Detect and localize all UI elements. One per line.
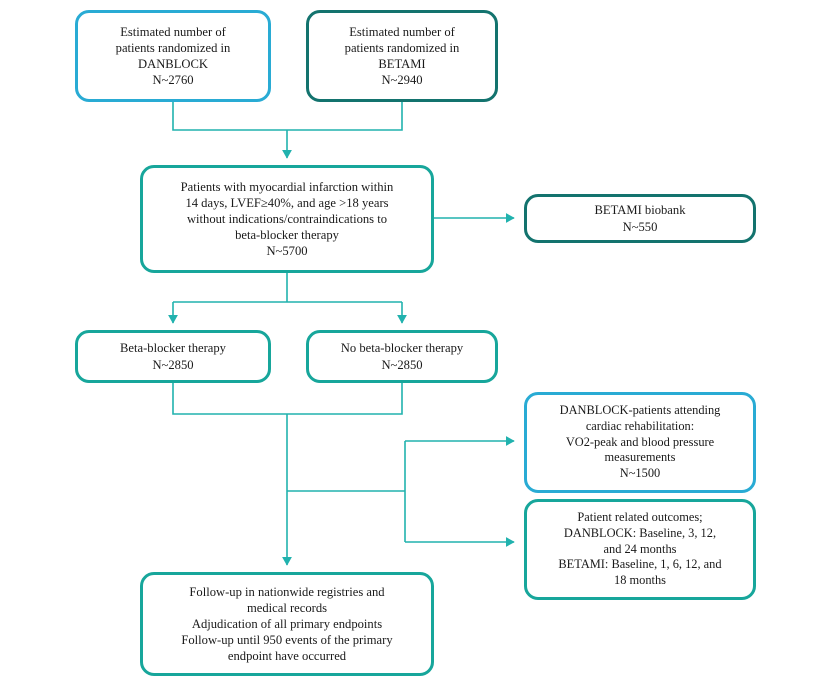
- node-patient-related-outcomes: Patient related outcomes; DANBLOCK: Base…: [524, 499, 756, 600]
- node-cardiac-rehabilitation-label: DANBLOCK-patients attending cardiac reha…: [559, 402, 721, 481]
- node-beta-blocker-therapy: Beta-blocker therapy N~2850: [75, 330, 271, 383]
- node-danblock: Estimated number of patients randomized …: [75, 10, 271, 102]
- edge-therapy-merge: [172, 383, 403, 415]
- node-betami-label: Estimated number of patients randomized …: [344, 24, 460, 88]
- node-eligibility-criteria: Patients with myocardial infarction with…: [140, 165, 434, 273]
- node-betami-biobank: BETAMI biobank N~550: [524, 194, 756, 243]
- node-beta-blocker-therapy-label: Beta-blocker therapy N~2850: [120, 341, 226, 372]
- node-followup-label: Follow-up in nationwide registries and m…: [181, 584, 393, 664]
- node-followup: Follow-up in nationwide registries and m…: [140, 572, 434, 676]
- node-patient-related-outcomes-label: Patient related outcomes; DANBLOCK: Base…: [558, 509, 722, 588]
- node-eligibility-criteria-label: Patients with myocardial infarction with…: [180, 179, 394, 259]
- node-betami: Estimated number of patients randomized …: [306, 10, 498, 102]
- node-betami-biobank-label: BETAMI biobank N~550: [594, 203, 686, 234]
- node-no-beta-blocker-therapy-label: No beta-blocker therapy N~2850: [340, 341, 464, 372]
- edge-top-merge: [172, 102, 403, 131]
- node-no-beta-blocker-therapy: No beta-blocker therapy N~2850: [306, 330, 498, 383]
- node-danblock-label: Estimated number of patients randomized …: [115, 24, 231, 88]
- node-cardiac-rehabilitation: DANBLOCK-patients attending cardiac reha…: [524, 392, 756, 493]
